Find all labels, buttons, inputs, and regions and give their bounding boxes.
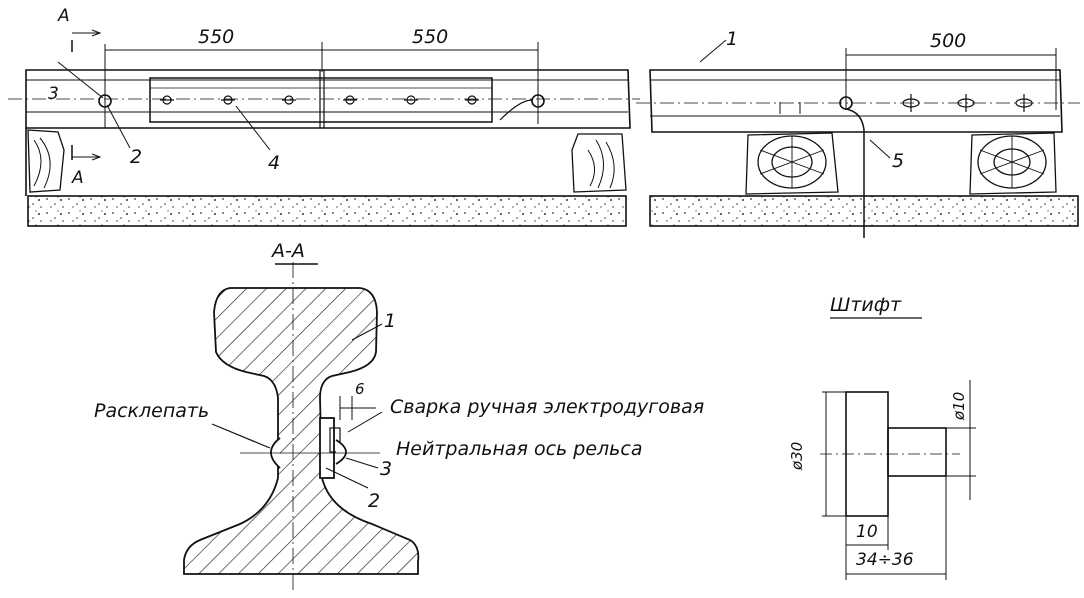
bond-wire — [845, 108, 865, 238]
section-title: А-А — [272, 240, 305, 262]
dim-pin-diameter-small: ø10 — [950, 391, 968, 420]
pin-title: Штифт — [830, 294, 902, 316]
section-mark-bottom: А — [72, 168, 84, 188]
bolt-holes-left — [160, 95, 479, 105]
dim-span-1: 550 — [198, 26, 235, 48]
dim-pin-head-length: 10 — [856, 522, 878, 542]
pin-holes-right — [902, 94, 1033, 112]
callout-plate: 3 — [48, 84, 59, 104]
pin-detail — [820, 317, 976, 580]
rail-profile — [183, 287, 420, 575]
dim-plate-width: 6 — [355, 380, 365, 398]
sleeper-right-2 — [969, 132, 1057, 195]
rail-right — [649, 69, 1063, 133]
rail-left — [25, 69, 631, 129]
rail-section — [183, 262, 420, 590]
neutral-axis-label: Нейтральная ось рельса — [396, 438, 643, 460]
rivet-label: Расклепать — [94, 400, 210, 422]
dim-span-2: 550 — [412, 26, 449, 48]
callout-pin-left: 2 — [130, 146, 143, 168]
callout-section-plate: 3 — [380, 458, 393, 480]
sleeper-right-1 — [745, 132, 839, 195]
joint-bar — [149, 77, 493, 123]
welding-label: Сварка ручная электродуговая — [390, 396, 705, 418]
sleeper-left-2 — [571, 133, 627, 193]
dim-span-right: 500 — [930, 30, 967, 52]
callout-joint-bar: 4 — [268, 152, 281, 174]
left-elevation — [8, 29, 640, 227]
section-mark-top: А — [58, 6, 70, 26]
callout-section-rail: 1 — [384, 310, 397, 332]
sleeper-left-1 — [27, 129, 65, 193]
callout-rail-right: 1 — [726, 28, 739, 50]
pin-head-section — [335, 439, 347, 465]
right-elevation — [636, 39, 1080, 238]
callout-wire: 5 — [892, 150, 905, 172]
pin-shank — [887, 427, 947, 477]
ballast-bed-left — [27, 195, 627, 227]
callout-section-pin: 2 — [368, 490, 381, 512]
dim-pin-diameter-large: ø30 — [788, 441, 806, 470]
dim-pin-total-length: 34÷36 — [856, 550, 914, 570]
